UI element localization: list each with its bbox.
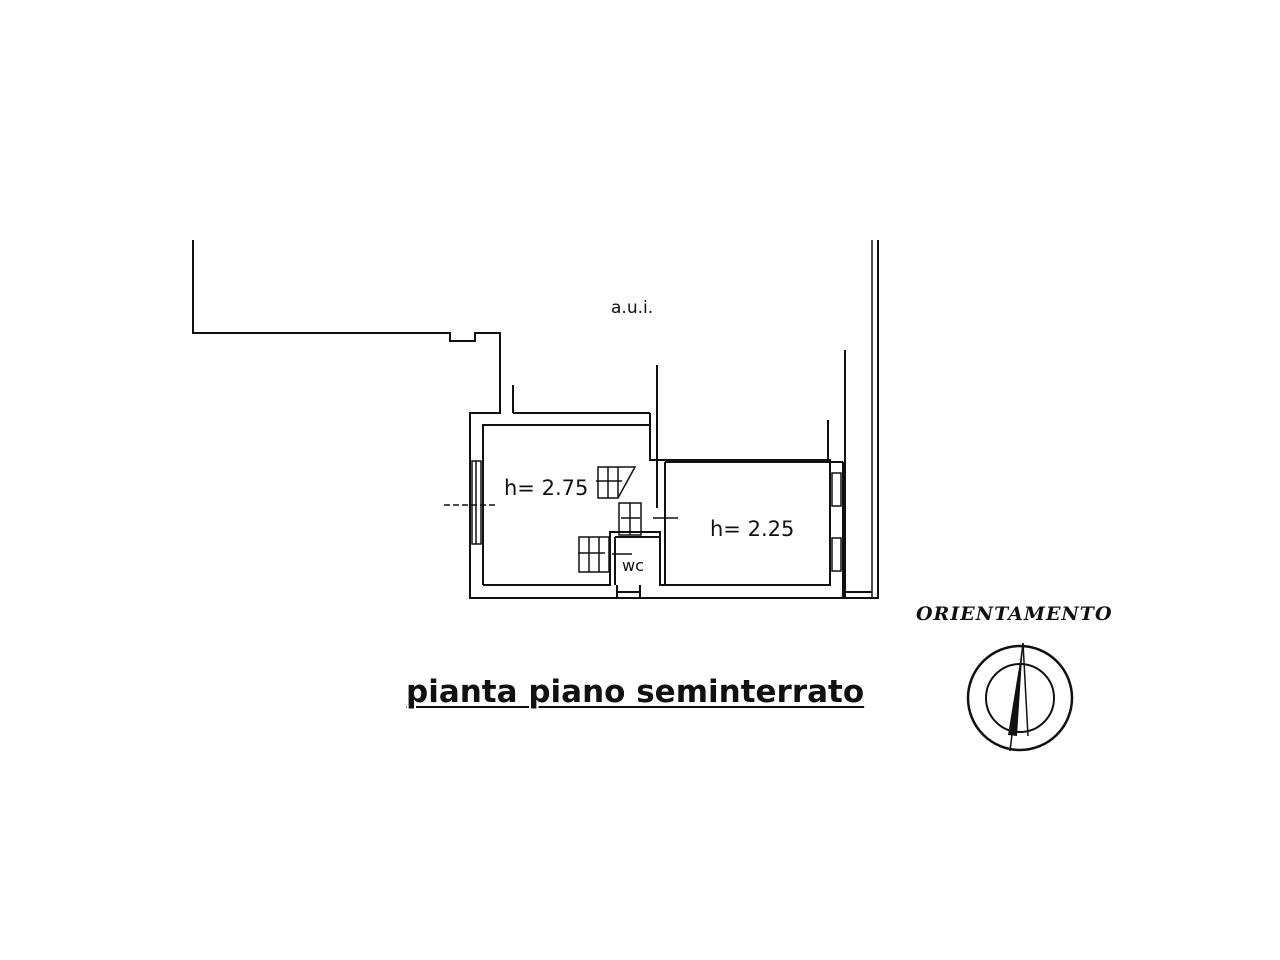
exterior-boundary — [192, 240, 879, 599]
area-label-aui: a.u.i. — [611, 298, 654, 318]
stairs — [578, 466, 678, 573]
windows — [444, 460, 842, 572]
room-height-label: h= 2.25 — [710, 517, 795, 541]
wc-label: wc — [622, 556, 644, 575]
room-height-label: h= 2.75 — [504, 476, 589, 500]
plan-title: pianta piano seminterrato — [406, 674, 865, 710]
orientation-label: ORIENTAMENTO — [916, 603, 1113, 625]
compass-icon — [966, 642, 1074, 752]
room-walls — [482, 424, 844, 598]
